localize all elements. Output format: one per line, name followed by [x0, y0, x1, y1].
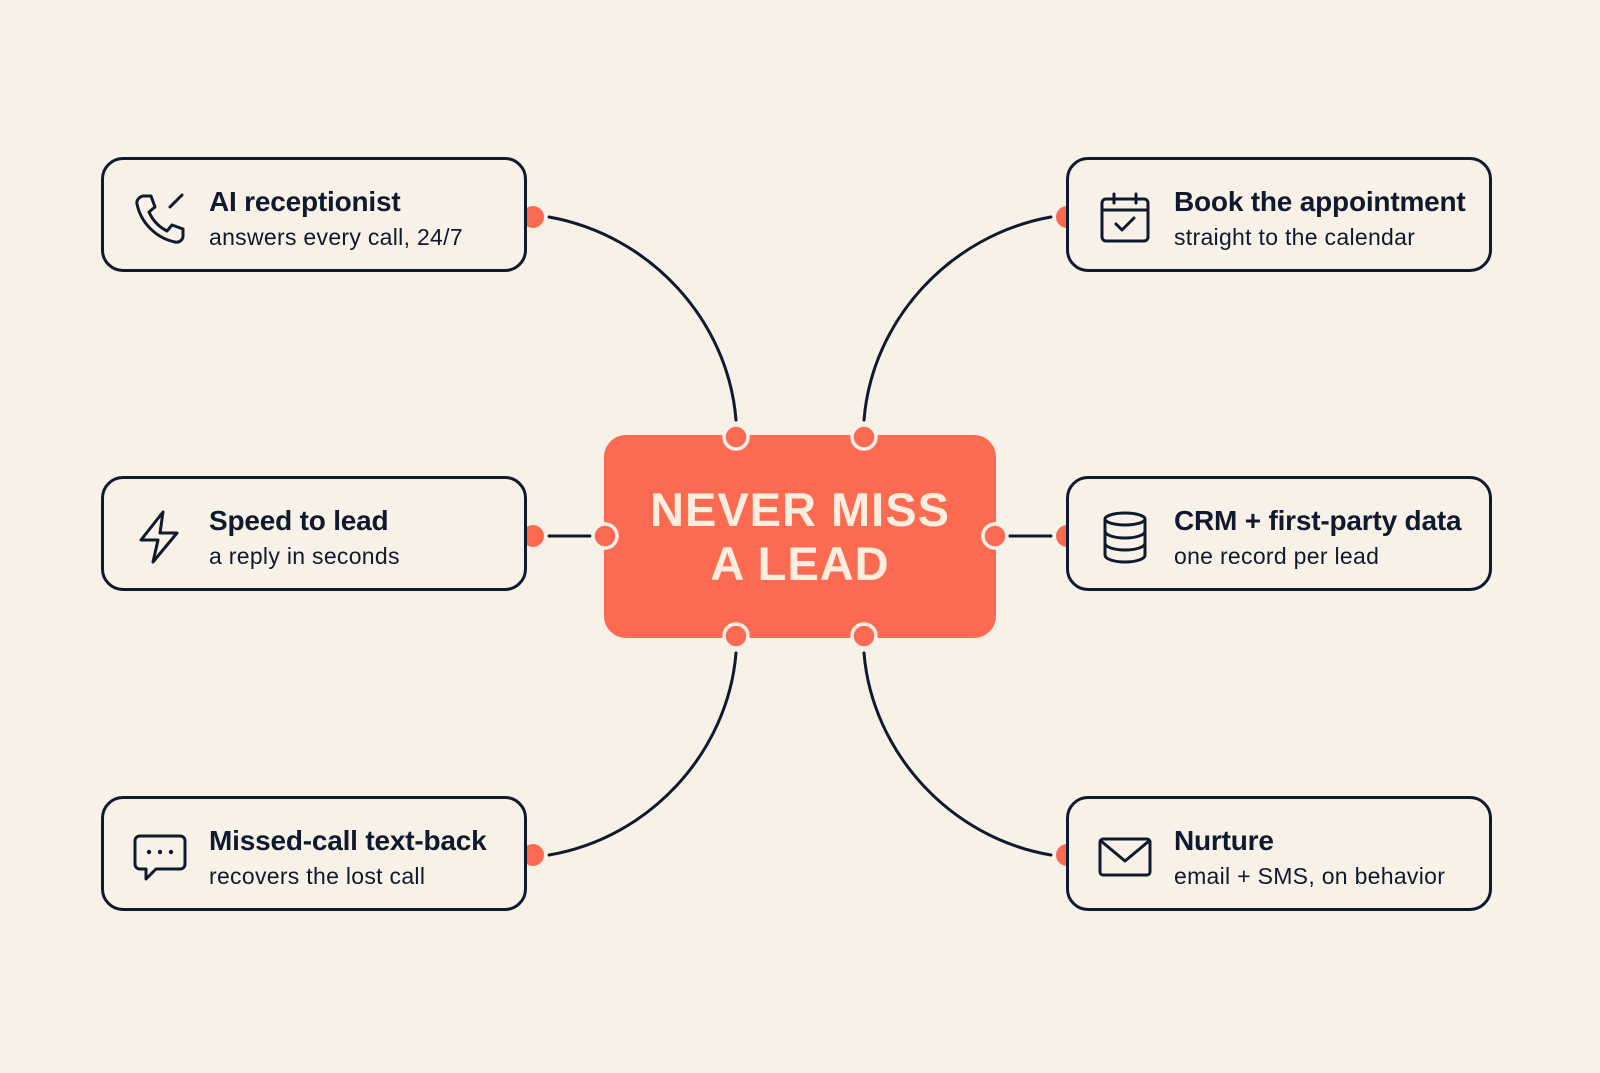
node-nurture: Nurture email + SMS, on behavior	[1066, 796, 1492, 911]
hub-title-line-2: A LEAD	[710, 536, 890, 590]
chat-bubble-icon	[132, 829, 188, 885]
card-dot-missed-call	[522, 844, 544, 866]
node-title: AI receptionist	[209, 186, 401, 217]
node-crm: CRM + first-party data one record per le…	[1066, 476, 1492, 591]
node-title: Missed-call text-back	[209, 825, 487, 856]
hub-title-line-1: NEVER MISS	[650, 482, 950, 536]
card-dot-ai-receptionist	[522, 206, 544, 228]
node-title: Book the appointment	[1174, 186, 1466, 217]
node-subtitle: one record per lead	[1174, 543, 1380, 569]
connector-ai-receptionist	[547, 215, 738, 422]
node-title: CRM + first-party data	[1174, 505, 1462, 536]
node-title: Nurture	[1174, 825, 1274, 856]
node-subtitle: a reply in seconds	[209, 543, 400, 569]
envelope-icon	[1097, 829, 1153, 885]
node-missed-call: Missed-call text-back recovers the lost …	[101, 796, 527, 911]
phone-icon	[132, 190, 188, 246]
connector-nurture	[862, 651, 1053, 857]
node-ai-receptionist: AI receptionist answers every call, 24/7	[101, 157, 527, 272]
node-subtitle: email + SMS, on behavior	[1174, 863, 1446, 889]
hub-box: NEVER MISS A LEAD	[604, 435, 996, 638]
node-subtitle: straight to the calendar	[1174, 224, 1416, 250]
database-icon	[1097, 509, 1153, 565]
node-book-appointment: Book the appointment straight to the cal…	[1066, 157, 1492, 272]
connector-missed-call	[547, 651, 738, 857]
node-speed-to-lead: Speed to lead a reply in seconds	[101, 476, 527, 591]
card-dot-speed-to-lead	[522, 525, 544, 547]
lightning-icon	[132, 509, 188, 565]
connector-book-appointment	[862, 215, 1053, 422]
node-title: Speed to lead	[209, 505, 389, 536]
calendar-check-icon	[1097, 190, 1153, 246]
node-subtitle: answers every call, 24/7	[209, 224, 463, 250]
node-subtitle: recovers the lost call	[209, 863, 426, 889]
